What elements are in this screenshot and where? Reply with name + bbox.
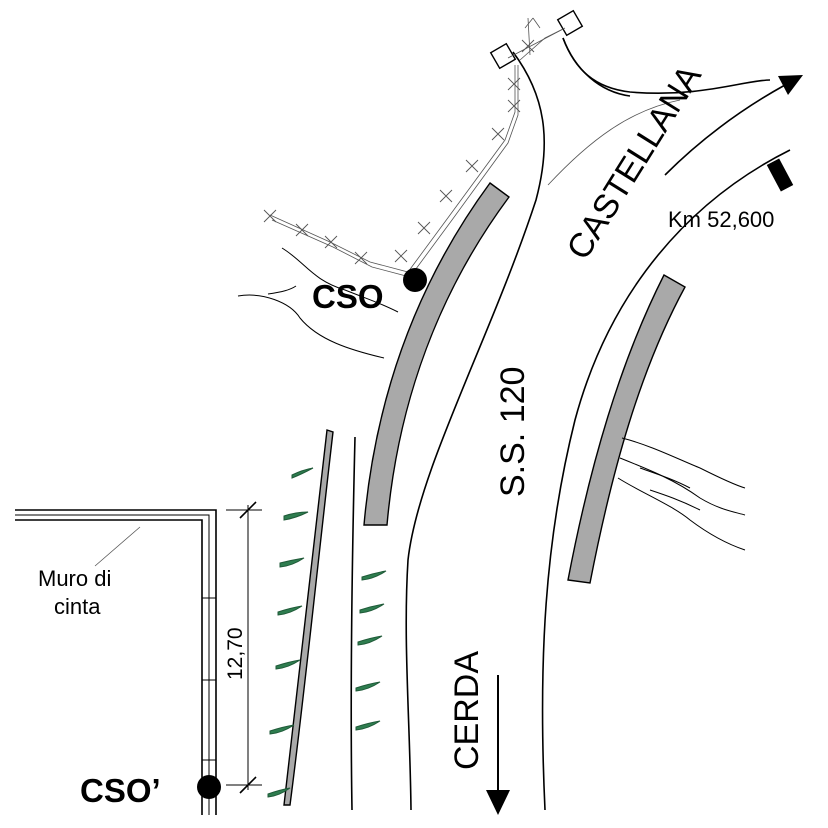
guard-barrier-left	[363, 182, 510, 526]
tree-icon	[355, 681, 381, 692]
junction-right-curve	[562, 37, 631, 97]
terrain-right	[617, 437, 746, 551]
tree-icon	[291, 467, 314, 479]
tree-icon	[267, 787, 291, 798]
fence-line	[263, 17, 566, 278]
cso-label: CSO	[312, 278, 384, 315]
castellana-arrow-line	[664, 84, 786, 176]
road-center-hairline	[547, 99, 681, 186]
terrain-left	[237, 247, 399, 359]
fence-post-1	[489, 42, 517, 70]
tree-icon	[275, 659, 301, 670]
tree-icon	[355, 720, 381, 731]
road-edges	[405, 37, 791, 811]
cerda-label: CERDA	[448, 651, 486, 770]
cerda-arrow-head	[486, 790, 510, 815]
guard-barrier-right	[567, 274, 686, 584]
tree-icon	[277, 605, 303, 616]
castellana-label: CASTELLANA	[560, 58, 710, 266]
tree-row-left	[267, 467, 314, 798]
tree-icon	[269, 724, 295, 735]
wall-label-line1: Muro di	[38, 566, 111, 591]
tree-row-right	[355, 570, 387, 731]
road-name-label: S.S. 120	[494, 367, 532, 497]
sidewalk-line	[350, 436, 356, 811]
cso-marker	[403, 268, 427, 292]
cso-prime-marker	[197, 775, 221, 799]
km-marker-bar	[766, 158, 794, 192]
fence-post-2	[556, 9, 584, 37]
road-left-edge	[405, 51, 545, 811]
wall-label-line2: cinta	[54, 594, 101, 619]
castellana-arrow-head	[778, 75, 803, 95]
dimension-line	[226, 501, 262, 794]
tree-icon	[283, 511, 309, 521]
guard-barrier-lower	[283, 429, 334, 806]
boundary-wall	[15, 509, 217, 815]
tree-icon	[279, 557, 305, 568]
cso-prime-label: CSO’	[80, 772, 161, 809]
km-marker-label: Km 52,600	[668, 207, 774, 232]
tree-icon	[357, 635, 383, 646]
tree-icon	[361, 570, 387, 581]
tree-icon	[359, 603, 385, 614]
dimension-label: 12,70	[224, 627, 247, 680]
